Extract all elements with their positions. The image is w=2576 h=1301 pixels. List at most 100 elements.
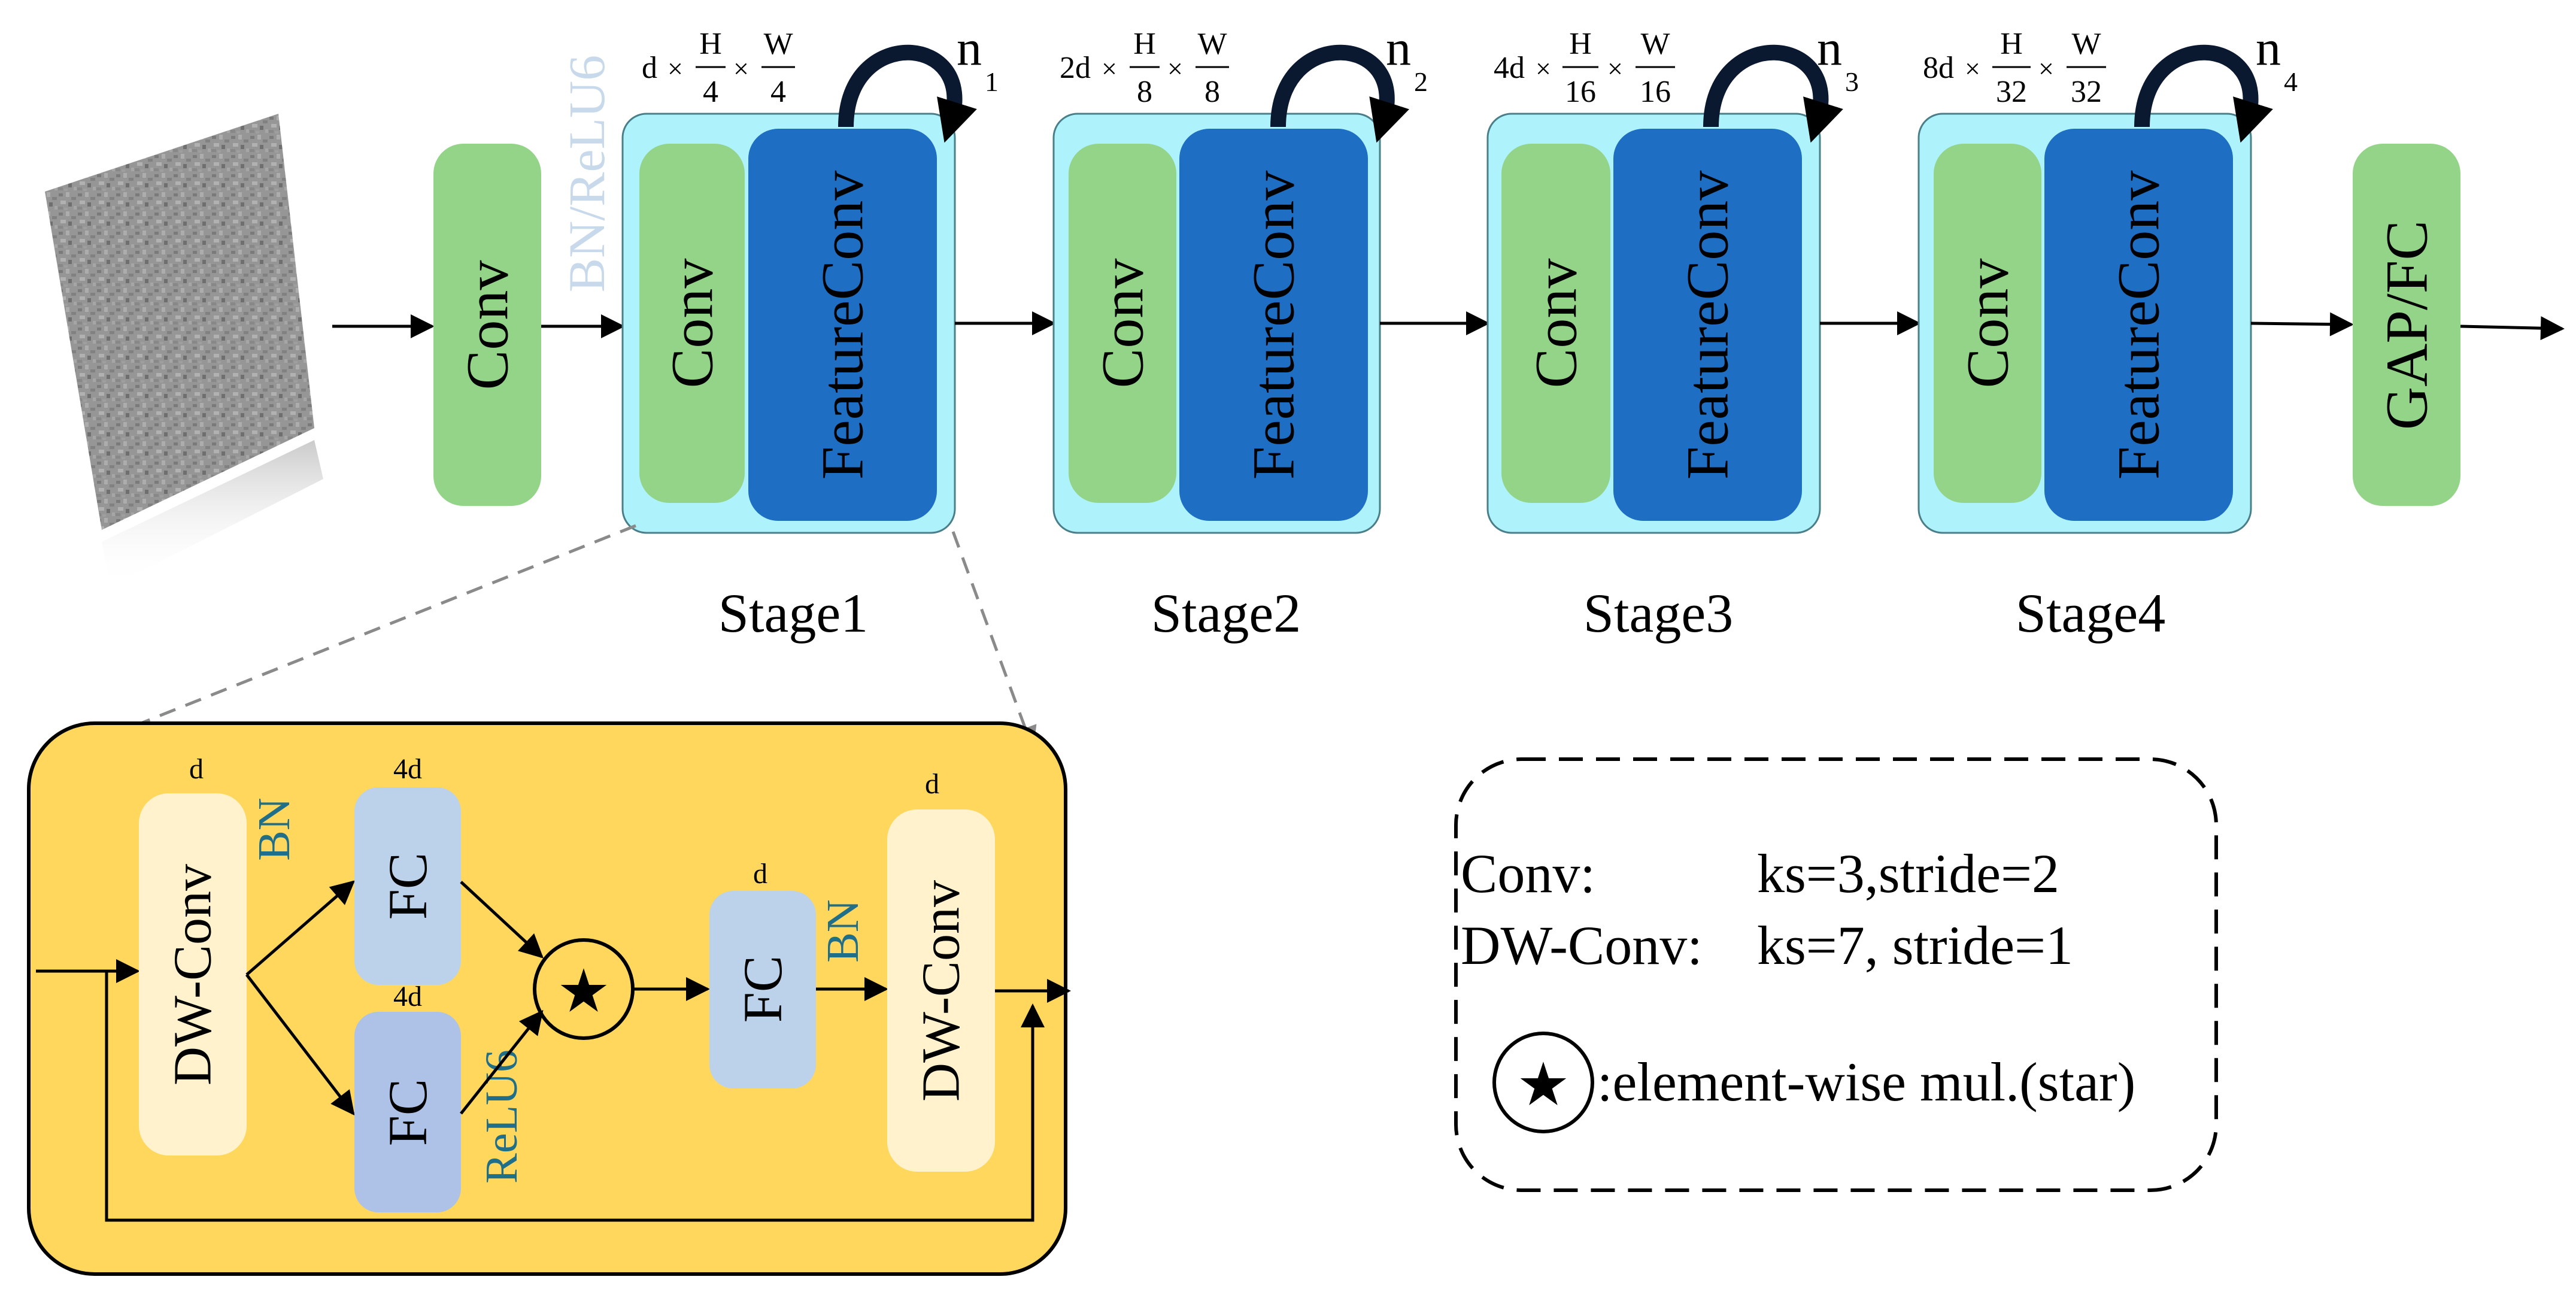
stage-1-repeat-count: n 1 xyxy=(957,20,999,97)
svg-text:H: H xyxy=(1133,27,1156,61)
svg-text:×: × xyxy=(667,53,683,84)
stage-4-conv-label: Conv xyxy=(1955,259,2021,389)
fc-top-label: FC xyxy=(377,853,438,920)
stage-3-repeat-count: n 3 xyxy=(1817,20,1859,97)
legend-conv-value: ks=3,stride=2 xyxy=(1757,843,2059,904)
svg-text:×: × xyxy=(1536,53,1551,84)
bn-label-1: BN xyxy=(249,797,299,861)
fc-top-dim: 4d xyxy=(393,753,422,785)
svg-text:H: H xyxy=(2000,27,2023,61)
fc-bottom-label: FC xyxy=(377,1079,438,1147)
stage-2-block: Conv FeatureConv xyxy=(1052,113,1381,534)
dwconv-1-label: DW-Conv xyxy=(163,864,223,1085)
svg-text:H: H xyxy=(1569,27,1592,61)
svg-text:8: 8 xyxy=(1137,75,1152,109)
svg-text:8: 8 xyxy=(1204,75,1220,109)
fc-mid-dim: d xyxy=(753,858,767,890)
branch-arrow-top xyxy=(245,880,356,976)
stem-conv-block: Conv xyxy=(433,144,541,506)
svg-text:32: 32 xyxy=(1996,75,2027,109)
zoom-guide-left xyxy=(60,524,636,758)
relu6-label: ReLU6 xyxy=(477,1050,527,1184)
bn-relu6-label: BN/ReLU6 xyxy=(558,55,615,293)
stage-3-name: Stage3 xyxy=(1583,583,1733,644)
svg-text:W: W xyxy=(2071,27,2101,61)
stage-4-repeat-count: n 4 xyxy=(2256,20,2298,97)
stage-2-featureconv-label: FeatureConv xyxy=(1240,171,1307,480)
stage-2-name: Stage2 xyxy=(1151,583,1301,644)
svg-text:×: × xyxy=(2038,53,2054,84)
gap-fc-block: GAP/FC xyxy=(2353,144,2460,506)
svg-text:×: × xyxy=(1607,53,1623,84)
legend-dwconv-name: DW-Conv: xyxy=(1461,915,1703,976)
dwconv-2-label: DW-Conv xyxy=(912,880,971,1102)
stage-2-conv-label: Conv xyxy=(1090,259,1156,389)
branch-arrow-bottom xyxy=(245,974,355,1116)
stage-1-name: Stage1 xyxy=(718,583,868,644)
legend-conv-name: Conv: xyxy=(1461,843,1595,904)
legend-dwconv-value: ks=7, stride=1 xyxy=(1757,915,2073,976)
stage-1-conv-label: Conv xyxy=(659,259,726,389)
output-arrow xyxy=(2460,316,2565,341)
svg-text:×: × xyxy=(1167,53,1183,84)
legend-box: Conv: ks=3,stride=2 DW-Conv: ks=7, strid… xyxy=(1454,757,2218,1192)
svg-text:4d: 4d xyxy=(1494,51,1525,85)
fc-bottom-block xyxy=(354,1012,461,1212)
featureconv-detail-panel: DW-Conv d BN FC 4d FC 4d ReLU6 ★ FC d BN xyxy=(27,721,1071,1276)
svg-text:d: d xyxy=(642,51,657,85)
texture-image-icon xyxy=(45,114,323,587)
star-multiply-node: ★ xyxy=(533,938,635,1040)
dwconv-2-block xyxy=(887,809,995,1172)
stage-1-featureconv-label: FeatureConv xyxy=(809,171,876,480)
stem-conv-label: Conv xyxy=(454,260,521,390)
stage-3-conv-label: Conv xyxy=(1523,259,1589,389)
dwconv-1-dim: d xyxy=(189,753,204,785)
svg-text:3: 3 xyxy=(1845,66,1859,97)
stage-1-block: Conv FeatureConv xyxy=(621,113,956,534)
star-icon: ★ xyxy=(557,959,611,1025)
legend-star-icon: ★ xyxy=(1516,1052,1570,1118)
stage-3-block: Conv FeatureConv xyxy=(1486,113,1821,534)
svg-text:1: 1 xyxy=(985,66,999,97)
svg-text:×: × xyxy=(1102,53,1117,84)
dwconv-2-dim: d xyxy=(925,768,939,800)
fc-bottom-to-star-arrow xyxy=(460,1009,544,1115)
svg-text:n: n xyxy=(2256,20,2281,76)
svg-text:8d: 8d xyxy=(1923,51,1954,85)
stage-4-to-head-arrow xyxy=(2250,312,2354,336)
stage-4-featureconv-label: FeatureConv xyxy=(2105,171,2172,480)
fc-top-block xyxy=(354,787,461,985)
svg-text:16: 16 xyxy=(1565,75,1596,109)
svg-text:W: W xyxy=(1197,27,1227,61)
svg-text:4: 4 xyxy=(703,75,718,109)
stage-2-dimension: 2d × H 8 × W 8 xyxy=(1060,27,1229,109)
svg-text:n: n xyxy=(957,20,982,76)
svg-text:H: H xyxy=(699,27,722,61)
zoom-guide-right xyxy=(951,531,1037,751)
legend-star-symbol: ★ xyxy=(1492,1032,1594,1133)
svg-text:16: 16 xyxy=(1640,75,1671,109)
stage-3-repeat-arrow-icon xyxy=(1703,44,1843,143)
fc-mid-block xyxy=(709,891,816,1088)
stage-3-featureconv-label: FeatureConv xyxy=(1674,171,1741,480)
stage-4-block: Conv FeatureConv xyxy=(1917,113,2252,534)
svg-text:×: × xyxy=(1965,53,1980,84)
stage-4-name: Stage4 xyxy=(2016,583,2165,644)
svg-text:×: × xyxy=(733,53,749,84)
svg-text:32: 32 xyxy=(2071,75,2102,109)
svg-text:W: W xyxy=(1640,27,1670,61)
stage-4-dimension: 8d × H 32 × W 32 xyxy=(1923,27,2106,109)
stage-1-repeat-arrow-icon xyxy=(838,44,977,143)
svg-text:W: W xyxy=(763,27,793,61)
svg-text:2: 2 xyxy=(1414,66,1428,97)
fc-mid-label: FC xyxy=(732,956,793,1023)
svg-text:4: 4 xyxy=(770,75,786,109)
svg-text:n: n xyxy=(1817,20,1842,76)
stage-2-repeat-count: n 2 xyxy=(1386,20,1428,97)
svg-text:n: n xyxy=(1386,20,1411,76)
stage-2-repeat-arrow-icon xyxy=(1270,44,1409,143)
bn-label-2: BN xyxy=(818,899,868,963)
dwconv-1-block xyxy=(139,793,247,1156)
gap-fc-label: GAP/FC xyxy=(2374,220,2440,430)
